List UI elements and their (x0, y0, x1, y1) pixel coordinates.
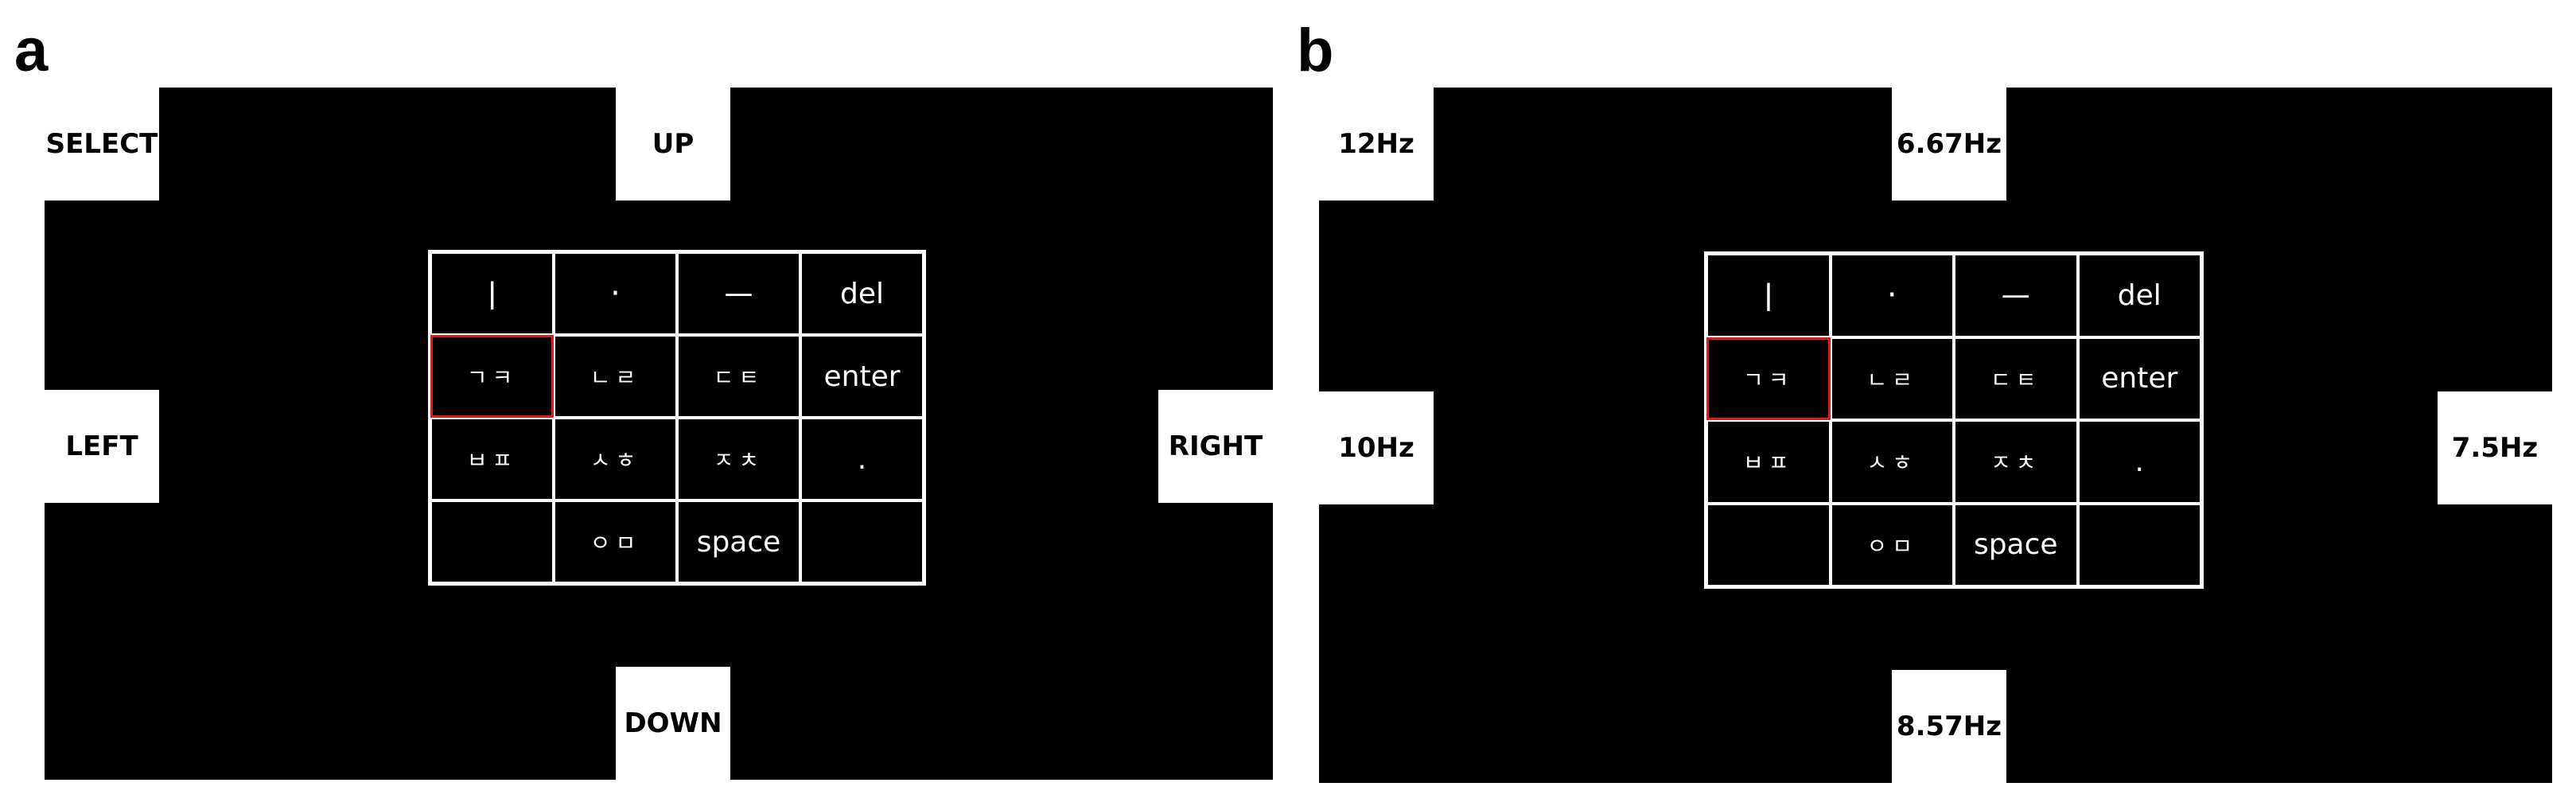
panel-a-label: a (14, 17, 49, 84)
target-12hz[interactable]: 12Hz (1319, 88, 1434, 201)
panel-b-screen (1319, 88, 2552, 783)
key-b-r0c0[interactable]: ㅣ (1706, 254, 1831, 337)
key-a-r1c3[interactable]: enter (800, 335, 924, 418)
key-b-r1c0[interactable]: ㄱㅋ (1706, 337, 1831, 420)
target-left[interactable]: LEFT (45, 390, 159, 503)
key-b-r3c1[interactable]: ㅇㅁ (1830, 503, 1954, 586)
key-a-r1c1[interactable]: ㄴㄹ (554, 335, 677, 418)
panel-a-screen (45, 88, 1273, 780)
target-right[interactable]: RIGHT (1158, 390, 1273, 503)
key-b-r0c3[interactable]: del (2077, 254, 2201, 337)
key-a-r2c1[interactable]: ㅅㅎ (554, 418, 677, 500)
key-a-r1c2[interactable]: ㄷㅌ (677, 335, 800, 418)
key-b-r2c1[interactable]: ㅅㅎ (1830, 420, 1954, 504)
key-empty (430, 500, 554, 583)
key-empty (800, 500, 924, 583)
target-down[interactable]: DOWN (616, 667, 730, 780)
key-b-r1c1[interactable]: ㄴㄹ (1830, 337, 1954, 420)
target-select[interactable]: SELECT (45, 88, 159, 201)
key-b-r2c0[interactable]: ㅂㅍ (1706, 420, 1831, 504)
key-a-r0c0[interactable]: ㅣ (430, 252, 554, 335)
target-10hz[interactable]: 10Hz (1319, 391, 1434, 504)
key-a-r2c3[interactable]: . (800, 418, 924, 500)
key-b-r3c2[interactable]: space (1954, 503, 2078, 586)
key-b-r1c3[interactable]: enter (2077, 337, 2201, 420)
target-up[interactable]: UP (616, 88, 730, 201)
key-b-r0c2[interactable]: ㅡ (1954, 254, 2078, 337)
key-b-r0c1[interactable]: · (1830, 254, 1954, 337)
key-a-r3c1[interactable]: ㅇㅁ (554, 500, 677, 583)
key-b-r2c3[interactable]: . (2077, 420, 2201, 504)
key-b-r2c2[interactable]: ㅈㅊ (1954, 420, 2078, 504)
target-6-67hz[interactable]: 6.67Hz (1892, 88, 2006, 201)
key-a-r1c0[interactable]: ㄱㅋ (430, 335, 554, 418)
key-a-r0c2[interactable]: ㅡ (677, 252, 800, 335)
target-8-57hz[interactable]: 8.57Hz (1892, 670, 2006, 783)
key-a-r2c0[interactable]: ㅂㅍ (430, 418, 554, 500)
key-a-r0c1[interactable]: · (554, 252, 677, 335)
key-a-r2c2[interactable]: ㅈㅊ (677, 418, 800, 500)
key-a-r3c2[interactable]: space (677, 500, 800, 583)
key-empty (2077, 503, 2201, 586)
panel-b-label: b (1297, 17, 1334, 84)
key-empty (1706, 503, 1831, 586)
target-7-5hz[interactable]: 7.5Hz (2438, 391, 2552, 504)
key-b-r1c2[interactable]: ㄷㅌ (1954, 337, 2078, 420)
key-a-r0c3[interactable]: del (800, 252, 924, 335)
